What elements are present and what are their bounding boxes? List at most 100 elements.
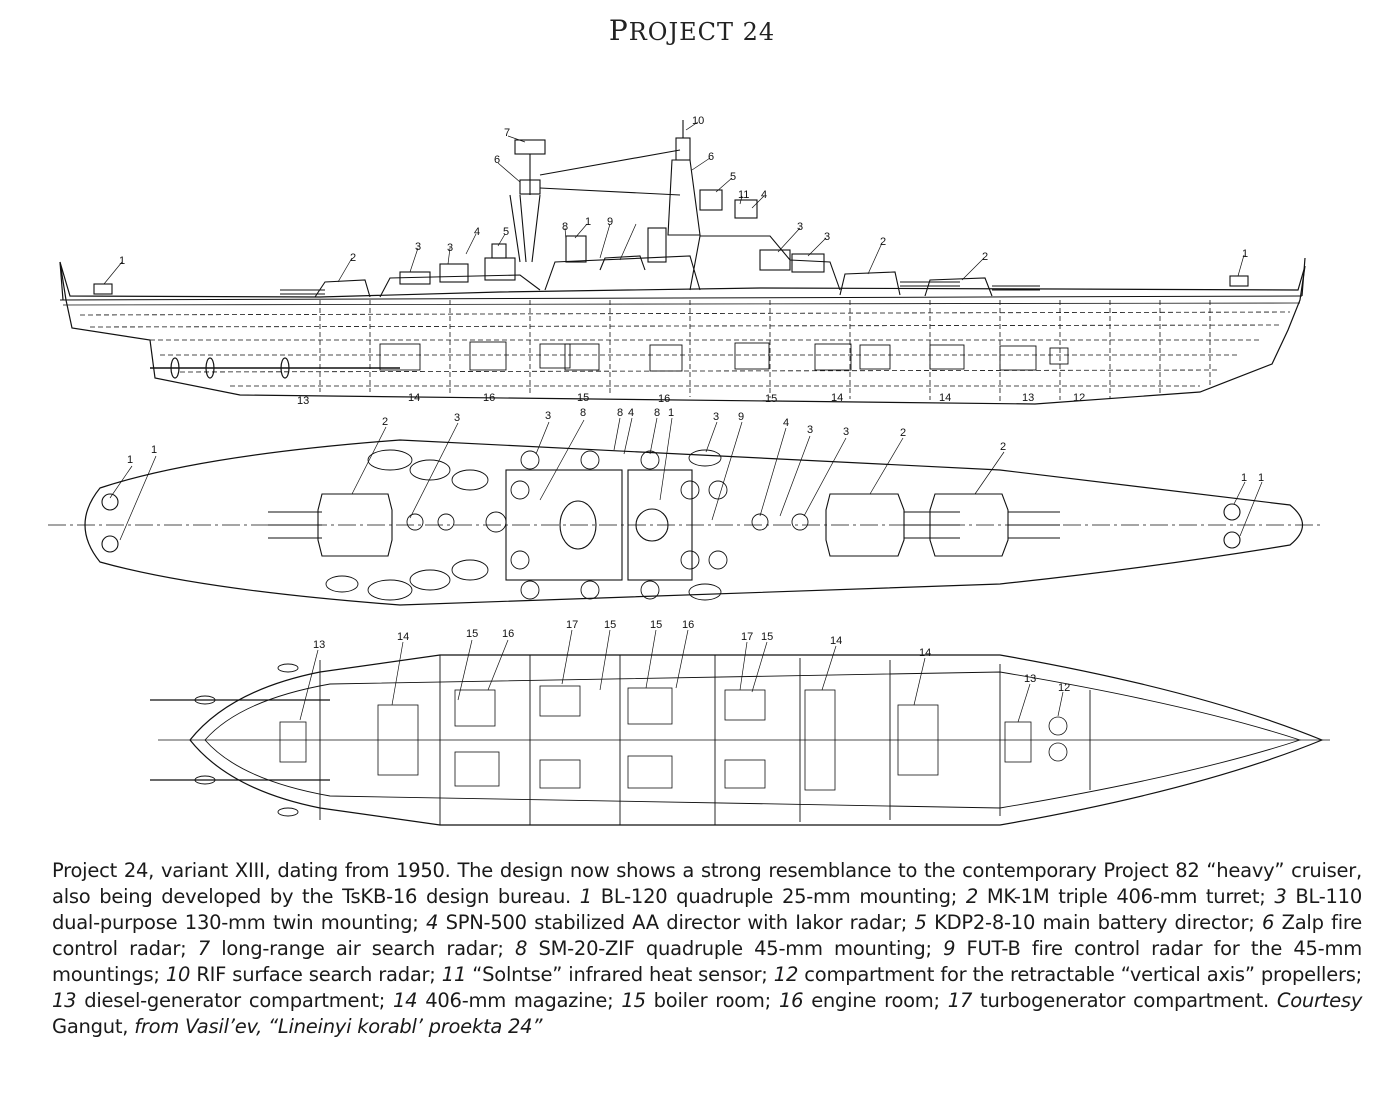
caption-item-text: turbogenerator compartment. [980,989,1269,1012]
hull-plan-label: 17 [566,619,578,631]
deck-plan-label: 2 [382,416,388,428]
profile-label: 6 [494,154,500,166]
caption-item-number: 10 [165,963,191,986]
caption-item-text: “Solntse” infrared heat sensor; [472,963,768,986]
profile-label: 4 [761,189,767,201]
profile-label: 1 [1242,248,1248,260]
deck-plan-label: 2 [1000,441,1006,453]
caption-item-number: 17 [947,989,973,1012]
hull-plan-label: 15 [761,631,773,643]
profile-label: 5 [503,226,509,238]
deck-plan-label: 3 [713,411,719,423]
caption-item-number: 6 [1262,911,1275,934]
caption-item-text: FUT-B fire control radar for the 45-mm m… [52,937,1362,986]
profile-label: 16 [658,393,670,405]
caption-item-text: 406-mm magazine; [425,989,614,1012]
caption-item-text: KDP2-8-10 main battery director; [934,911,1255,934]
deck-plan-label: 8 [580,407,586,419]
caption-item-number: 1 [579,885,592,908]
caption-item-number: 12 [773,963,799,986]
caption-item-number: 7 [197,937,210,960]
page-title: PROJECT 24 [0,14,1384,47]
profile-label: 5 [730,171,736,183]
hull-plan-label: 12 [1058,682,1070,694]
deck-plan-label: 3 [807,424,813,436]
deck-plan-label: 4 [783,417,789,429]
caption-intro: Project 24, variant XIII, dating from 19… [52,859,1362,908]
profile-label: 3 [447,242,453,254]
profile-label: 14 [831,392,843,404]
profile-label: 13 [1022,392,1034,404]
caption-item-text: engine room; [811,989,940,1012]
caption-item-number: 14 [392,989,418,1012]
deck-plan-view [48,417,1320,606]
caption-item-text: Zalp fire control radar; [52,911,1363,960]
figure-caption: Project 24, variant XIII, dating from 19… [52,858,1362,1040]
deck-plan-label: 1 [1258,472,1264,484]
profile-label: 2 [350,252,356,264]
profile-label: 1 [585,216,591,228]
profile-label: 1 [119,255,125,267]
profile-label: 4 [474,226,480,238]
profile-label: 15 [765,393,777,405]
deck-plan-label: 4 [628,407,634,419]
deck-plan-label: 1 [1241,472,1247,484]
profile-label: 13 [297,395,309,407]
hull-plan-label: 15 [604,619,616,631]
caption-item-number: 9 [943,937,956,960]
deck-plan-label: 3 [454,412,460,424]
deck-plan-label: 8 [654,407,660,419]
profile-hull [59,261,1306,405]
profile-label: 3 [797,221,803,233]
caption-item-text: MK-1M triple 406-mm turret; [986,885,1266,908]
caption-item-text: diesel-generator compartment; [84,989,386,1012]
hull-plan-label: 14 [397,631,409,643]
profile-label: 16 [483,392,495,404]
hull-plan-label: 14 [919,647,931,659]
caption-item-text: boiler room; [653,989,772,1012]
profile-label: 11 [738,189,749,201]
profile-label: 14 [939,392,951,404]
profile-label: 3 [415,241,421,253]
hull-plan-label: 16 [502,628,514,640]
profile-label: 3 [824,231,830,243]
hull-plan-label: 14 [830,635,842,647]
side-profile-view [59,120,1306,405]
profile-label: 12 [1073,392,1085,404]
deck-plan-label: 2 [900,427,906,439]
profile-label: 2 [880,236,886,248]
deck-plan-label: 3 [545,410,551,422]
caption-item-number: 5 [914,911,927,934]
caption-item-number: 11 [441,963,467,986]
caption-item-text: SM-20-ZIF quadruple 45-mm mounting; [538,937,932,960]
caption-item-text: compartment for the retractable “vertica… [804,963,1362,986]
hull-plan-label: 13 [313,639,325,651]
profile-label: 10 [692,115,704,127]
ship-drawing: 1 2 3 3 4 5 6 7 8 1 9 10 6 5 11 4 3 3 2 … [48,115,1330,826]
hull-plan-label: 13 [1024,673,1036,685]
caption-item-text: SPN-500 stabilized AA director with Iako… [445,911,908,934]
caption-item-number: 16 [778,989,804,1012]
caption-item-text: long-range air search radar; [221,937,504,960]
hull-plan-label: 15 [466,628,478,640]
deck-plan-label: 1 [151,444,157,456]
hull-plan-view [150,629,1330,826]
profile-label: 2 [982,251,988,263]
caption-item-number: 3 [1274,885,1287,908]
caption-item-number: 13 [52,989,77,1012]
profile-label: 8 [562,221,568,233]
hull-plan-label: 17 [741,631,753,643]
title-rest: ROJECT 24 [628,18,776,46]
caption-item-number: 4 [425,911,439,934]
profile-label: 6 [708,151,714,163]
hull-plan-label: 16 [682,619,694,631]
caption-credit-source: Gangut, [52,1015,129,1038]
profile-label: 9 [607,216,613,228]
profile-label: 15 [577,392,589,404]
caption-item-text: RIF surface search radar; [196,963,436,986]
caption-item-number: 2 [965,885,979,908]
deck-plan-label: 3 [843,426,849,438]
caption-item-number: 15 [621,989,646,1012]
caption-item-text: BL-110 dual-purpose 130-mm twin mounting… [52,885,1362,934]
caption-credit-detail: from Vasil’ev, “Lineinyi korabl’ proekta… [134,1015,543,1038]
